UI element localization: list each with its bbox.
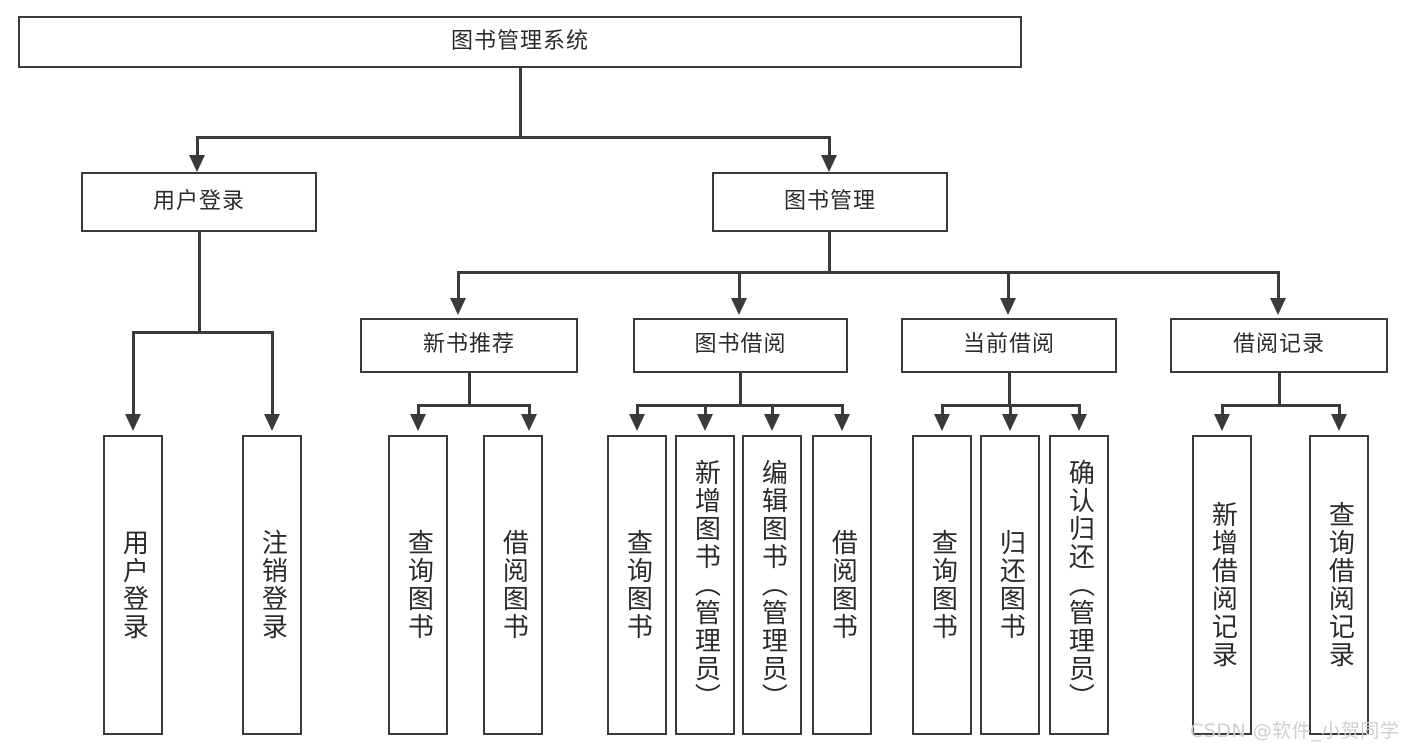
leaf-label: 查询图书 (927, 529, 958, 641)
arrowhead-leaf-return-book (1002, 414, 1018, 431)
edge-current-borrow-stem (1008, 373, 1011, 406)
node-label: 新书推荐 (422, 332, 515, 358)
edge-user-login-bar (133, 331, 274, 334)
arrowhead-leaf-query-borrow-record (1331, 414, 1347, 431)
leaf-add-borrow-record[interactable]: 新增借阅记录 (1192, 435, 1252, 735)
arrowhead-leaf-add-book (697, 414, 713, 431)
arrowhead-leaf-user-login (125, 414, 141, 431)
edge-br-to-leaf-1 (1221, 404, 1224, 417)
arrowhead-leaf-query-book-2 (629, 414, 645, 431)
leaf-label: 借阅图书 (827, 529, 858, 641)
leaf-user-login[interactable]: 用户登录 (103, 435, 163, 735)
node-label: 借阅记录 (1232, 332, 1325, 358)
leaf-label: 确认归还（管理员） (1064, 459, 1095, 711)
edge-book-management-stem (828, 232, 831, 274)
arrowhead-book-management (821, 155, 837, 172)
leaf-logout-login[interactable]: 注销登录 (242, 435, 302, 735)
edge-root-to-book-management (828, 136, 831, 158)
node-book-management[interactable]: 图书管理 (712, 172, 948, 232)
edge-borrow-record-stem (1278, 373, 1281, 406)
arrowhead-current-borrow (1000, 298, 1016, 315)
arrowhead-leaf-query-book-3 (934, 414, 950, 431)
edge-user-login-stem (198, 232, 201, 333)
node-current-borrow[interactable]: 当前借阅 (901, 318, 1117, 373)
edge-bm-to-book-borrow (738, 271, 741, 301)
arrowhead-leaf-edit-book (764, 414, 780, 431)
leaf-borrow-book-2[interactable]: 借阅图书 (812, 435, 872, 735)
edge-new-book-bar (418, 404, 530, 407)
edge-cb-to-leaf-2 (1009, 404, 1012, 417)
arrowhead-leaf-add-borrow-record (1214, 414, 1230, 431)
node-label: 图书借阅 (694, 332, 787, 358)
arrowhead-book-borrow (731, 298, 747, 315)
edge-book-borrow-stem (739, 373, 742, 406)
edge-book-management-bar (458, 271, 1280, 274)
edge-cb-to-leaf-3 (1078, 404, 1081, 417)
arrowhead-borrow-record (1270, 298, 1286, 315)
leaf-label: 查询图书 (622, 529, 653, 641)
node-label: 图书管理 (783, 188, 876, 214)
leaf-query-borrow-record[interactable]: 查询借阅记录 (1309, 435, 1369, 735)
leaf-label: 用户登录 (118, 529, 149, 641)
edge-br-to-leaf-2 (1338, 404, 1341, 417)
leaf-edit-book[interactable]: 编辑图书（管理员） (742, 435, 802, 735)
node-book-borrow[interactable]: 图书借阅 (633, 318, 848, 373)
edge-bm-to-current-borrow (1007, 271, 1010, 301)
arrowhead-new-book-recommend (450, 298, 466, 315)
leaf-label: 注销登录 (257, 529, 288, 641)
leaf-query-book-3[interactable]: 查询图书 (912, 435, 972, 735)
arrowhead-user-login (189, 155, 205, 172)
edge-nb-to-leaf-2 (528, 404, 531, 417)
node-user-login[interactable]: 用户登录 (81, 172, 317, 232)
edge-user-login-to-leaf-2 (271, 331, 274, 417)
node-label: 当前借阅 (962, 332, 1055, 358)
arrowhead-leaf-logout-login (264, 414, 280, 431)
leaf-confirm-return[interactable]: 确认归还（管理员） (1049, 435, 1109, 735)
node-book-management-system[interactable]: 图书管理系统 (18, 16, 1022, 68)
edge-bm-to-borrow-record (1277, 271, 1280, 301)
leaf-query-book-1[interactable]: 查询图书 (388, 435, 448, 735)
arrowhead-leaf-borrow-book-2 (834, 414, 850, 431)
edge-bm-to-new-book (457, 271, 460, 301)
edge-bb-to-leaf-4 (841, 404, 844, 417)
edge-root-stem (519, 68, 522, 138)
node-label: 图书管理系统 (450, 28, 589, 54)
edge-root-bar (197, 136, 831, 139)
edge-borrow-record-bar (1222, 404, 1340, 407)
leaf-label: 编辑图书（管理员） (757, 459, 788, 711)
arrowhead-leaf-query-book-1 (410, 414, 426, 431)
csdn-watermark: CSDN @软件_小贺同学 (1190, 720, 1400, 742)
edge-user-login-to-leaf-1 (132, 331, 135, 417)
edge-bb-to-leaf-2 (704, 404, 707, 417)
arrowhead-leaf-confirm-return (1071, 414, 1087, 431)
leaf-label: 归还图书 (995, 529, 1026, 641)
edge-new-book-stem (468, 373, 471, 406)
leaf-label: 借阅图书 (498, 529, 529, 641)
edge-bb-to-leaf-1 (636, 404, 639, 417)
leaf-query-book-2[interactable]: 查询图书 (607, 435, 667, 735)
node-borrow-record[interactable]: 借阅记录 (1170, 318, 1388, 373)
leaf-label: 查询图书 (403, 529, 434, 641)
leaf-label: 查询借阅记录 (1324, 501, 1355, 669)
node-new-book-recommend[interactable]: 新书推荐 (360, 318, 578, 373)
node-label: 用户登录 (152, 188, 245, 214)
edge-nb-to-leaf-1 (417, 404, 420, 417)
leaf-label: 新增借阅记录 (1207, 501, 1238, 669)
edge-root-to-user-login (196, 136, 199, 158)
arrowhead-leaf-borrow-book-1 (521, 414, 537, 431)
edge-bb-to-leaf-3 (771, 404, 774, 417)
edge-book-borrow-bar (637, 404, 843, 407)
leaf-add-book[interactable]: 新增图书（管理员） (675, 435, 735, 735)
leaf-return-book[interactable]: 归还图书 (980, 435, 1040, 735)
leaf-label: 新增图书（管理员） (690, 459, 721, 711)
leaf-borrow-book-1[interactable]: 借阅图书 (483, 435, 543, 735)
edge-cb-to-leaf-1 (941, 404, 944, 417)
